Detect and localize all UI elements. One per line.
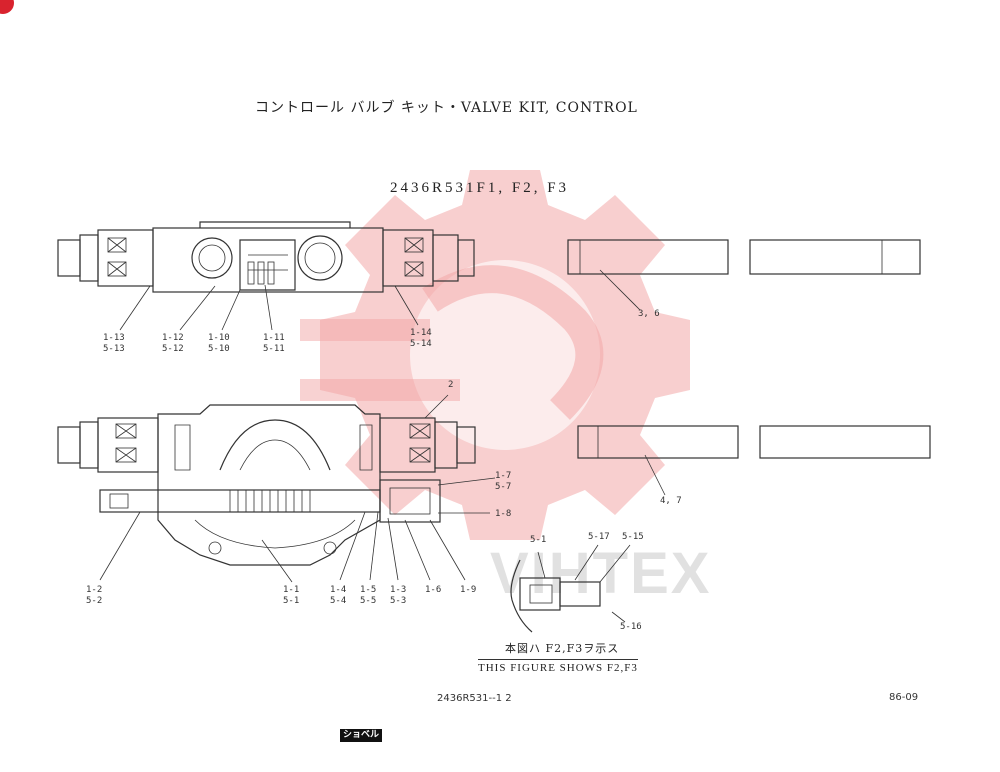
label-rod-lower: 4, 7 [660,496,682,506]
label-detail-5-17: 5-17 [588,532,610,542]
figure-caption-ja: 本図ハ F2,F3ヲ示ス [505,642,620,655]
section-view-assembly [57,394,496,583]
corner-mark [0,0,14,14]
top-view-assembly [57,221,475,331]
page-title: コントロール バルブ キット・VALVE KIT, CONTROL [255,100,638,116]
category-badge: ショベル [340,729,382,742]
label-2: 2 [448,380,454,390]
label-1-6: 1-6 [425,585,442,595]
rod-upper [567,239,921,311]
page-number: 86-09 [889,692,919,703]
label-detail-5-15: 5-15 [622,532,644,542]
label-detail-5-1: 5-1 [530,535,547,545]
rod-lower [577,425,931,496]
label-rod-upper: 3, 6 [638,309,660,319]
label-1-9: 1-9 [460,585,477,595]
document-number: 2436R531--1 2 [437,693,512,704]
label-1-8: 1-8 [495,509,512,519]
detail-view [510,544,631,633]
label-detail-5-16: 5-16 [620,622,642,632]
model-number: 2436R531F1, F2, F3 [390,180,570,196]
figure-caption-en: THIS FIGURE SHOWS F2,F3 [478,659,638,674]
